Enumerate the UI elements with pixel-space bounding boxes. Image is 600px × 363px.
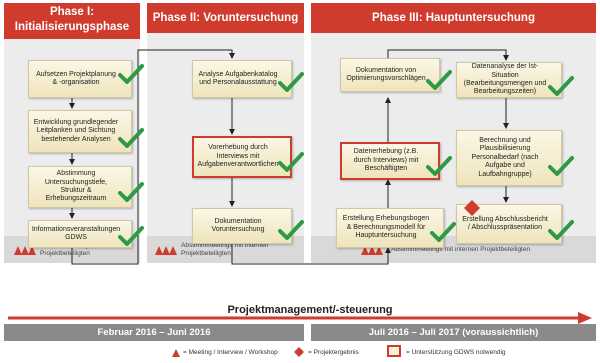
checkmark-icon	[426, 70, 452, 90]
task-label: Abstimmung Untersuchungstiefe, Struktur …	[44, 170, 108, 203]
task-label: Aufsetzen Projektplanung & -organisation	[36, 70, 116, 86]
checkmark-icon	[118, 64, 144, 84]
date-range-right: Juli 2016 – Juli 2017 (voraussichtlich)	[368, 327, 539, 338]
date-bar-right: Juli 2016 – Juli 2017 (voraussichtlich)	[311, 324, 596, 341]
meeting-icon	[155, 246, 177, 255]
checkmark-icon	[548, 156, 574, 176]
phase-3-footer-text: Abstimmmeetings mit internen Projektbete…	[391, 246, 531, 253]
phase-3-title: Phase III: Hauptuntersuchung	[372, 12, 535, 24]
task-box: Berechnung und Plausibilisierung Persona…	[456, 130, 562, 186]
task-label: Datenerhebung (z.B. durch Interviews) mi…	[353, 148, 419, 173]
task-box-support: Vorerhebung durch Interviews mit Aufgabe…	[192, 136, 292, 178]
legend-result: = Projektergebnis	[308, 349, 359, 356]
meeting-icon	[14, 246, 36, 255]
task-label: Vorerhebung durch Interviews mit Aufgabe…	[197, 144, 279, 169]
legend-result-icon	[294, 347, 304, 357]
checkmark-icon	[118, 226, 144, 246]
task-label: Dokumentation Voruntersuchung	[211, 217, 265, 233]
checkmark-icon	[278, 72, 304, 92]
result-diamond-icon	[464, 200, 480, 216]
date-range-left: Februar 2016 – Juni 2016	[97, 327, 211, 338]
checkmark-icon	[278, 220, 304, 240]
phase-1-header: Phase I: Initialisierungsphase	[4, 3, 140, 39]
checkmark-icon	[430, 222, 456, 242]
task-box-support: Datenerhebung (z.B. durch Interviews) mi…	[340, 142, 440, 180]
phase-2-header: Phase II: Voruntersuchung	[147, 3, 304, 33]
task-label: Erstellung Abschlussbericht / Abschlussp…	[462, 215, 548, 231]
legend-meeting: = Meeting / Interview / Workshop	[183, 349, 278, 356]
task-box: Dokumentation Voruntersuchung	[192, 208, 292, 244]
checkmark-icon	[426, 156, 452, 176]
task-label: Informationsveranstaltungen GDWS	[31, 225, 121, 241]
checkmark-icon	[118, 182, 144, 202]
task-box: Analyse Aufgabenkatalog und Personalauss…	[192, 60, 292, 98]
task-box: Informationsveranstaltungen GDWS	[28, 220, 132, 248]
phase-1-title-line2: Initialisierungsphase	[14, 21, 130, 33]
phase-3-header: Phase III: Hauptuntersuchung	[311, 3, 596, 33]
checkmark-icon	[548, 220, 574, 240]
task-box: Aufsetzen Projektplanung & -organisation	[28, 60, 132, 98]
project-management-label: Projektmanagement/-steuerung	[227, 304, 393, 316]
date-bar-left: Februar 2016 – Juni 2016	[4, 324, 304, 341]
checkmark-icon	[118, 128, 144, 148]
task-label: Analyse Aufgabenkatalog und Personalauss…	[198, 70, 278, 86]
task-label: Entwicklung grundlegender Leitplanken un…	[33, 118, 119, 143]
phase-2-footer-text: Abstimmmeetings mit internen Projektbete…	[181, 242, 269, 257]
task-label: Dokumentation von Optimierungsvorschläge…	[346, 66, 426, 82]
task-label: Datenanalyse der Ist-Situation (Bearbeit…	[463, 63, 547, 96]
task-box: Erstellung Erhebungsbogen & Berechnungsm…	[336, 208, 444, 248]
task-box: Datenanalyse der Ist-Situation (Bearbeit…	[456, 62, 562, 98]
legend-support: = Unterstützung GDWS notwendig	[406, 349, 506, 356]
task-label: Berechnung und Plausibilisierung Persona…	[471, 136, 539, 178]
checkmark-icon	[548, 76, 574, 96]
task-box: Abstimmung Untersuchungstiefe, Struktur …	[28, 166, 132, 208]
phase-2-title: Phase II: Voruntersuchung	[152, 12, 299, 24]
phase-1-title-line1: Phase I:	[49, 6, 95, 18]
task-label: Erstellung Erhebungsbogen & Berechnungsm…	[342, 215, 430, 240]
legend-support-icon	[387, 345, 401, 357]
task-box: Entwicklung grundlegender Leitplanken un…	[28, 110, 132, 153]
task-box: Dokumentation von Optimierungsvorschläge…	[340, 58, 440, 92]
checkmark-icon	[278, 152, 304, 172]
legend-meeting-icon	[172, 349, 180, 357]
